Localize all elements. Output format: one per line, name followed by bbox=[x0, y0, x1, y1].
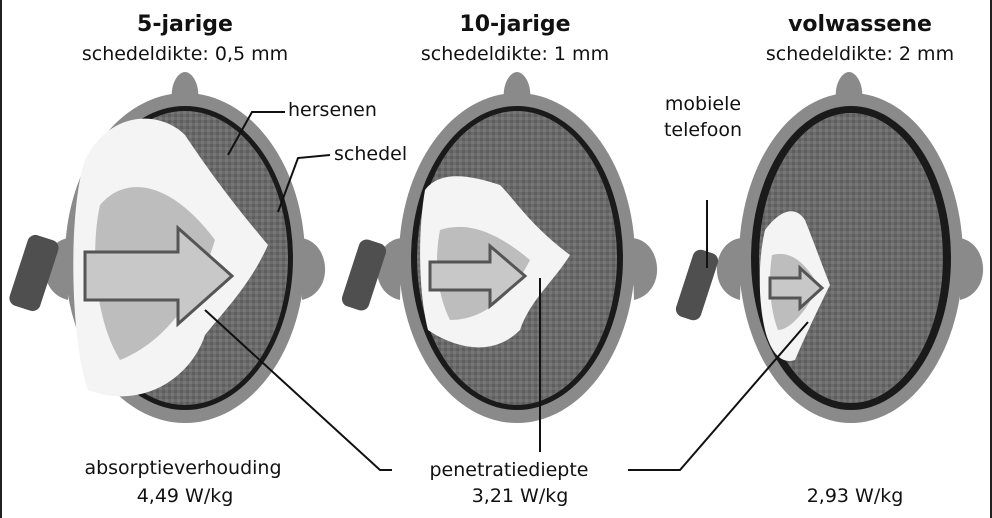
left-ear bbox=[717, 238, 742, 300]
panel-1-thickness: schedeldikte: 0,5 mm bbox=[70, 42, 300, 66]
phone-label-line-1: mobiele bbox=[640, 92, 766, 116]
head-panel-2 bbox=[340, 72, 657, 423]
panel-3-thickness: schedeldikte: 2 mm bbox=[745, 42, 975, 66]
panel-1-title: 5-jarige bbox=[110, 12, 260, 38]
brain-label: hersenen bbox=[288, 98, 377, 122]
panel-2-value: 3,21 W/kg bbox=[445, 484, 595, 508]
phone-icon bbox=[674, 248, 720, 323]
panel-2-thickness: schedeldikte: 1 mm bbox=[400, 42, 630, 66]
head-panel-1 bbox=[7, 72, 325, 423]
skull-label: schedel bbox=[334, 142, 407, 166]
right-ear bbox=[632, 238, 657, 300]
panel-3-value: 2,93 W/kg bbox=[780, 484, 930, 508]
panel-2-title: 10-jarige bbox=[440, 12, 590, 38]
absorption-label: absorptieverhouding bbox=[48, 456, 318, 480]
penetration-label: penetratiediepte bbox=[396, 458, 622, 482]
phone-label-line-2: telefoon bbox=[640, 118, 766, 142]
panel-1-value: 4,49 W/kg bbox=[110, 484, 260, 508]
panel-3-title: volwassene bbox=[780, 12, 940, 38]
